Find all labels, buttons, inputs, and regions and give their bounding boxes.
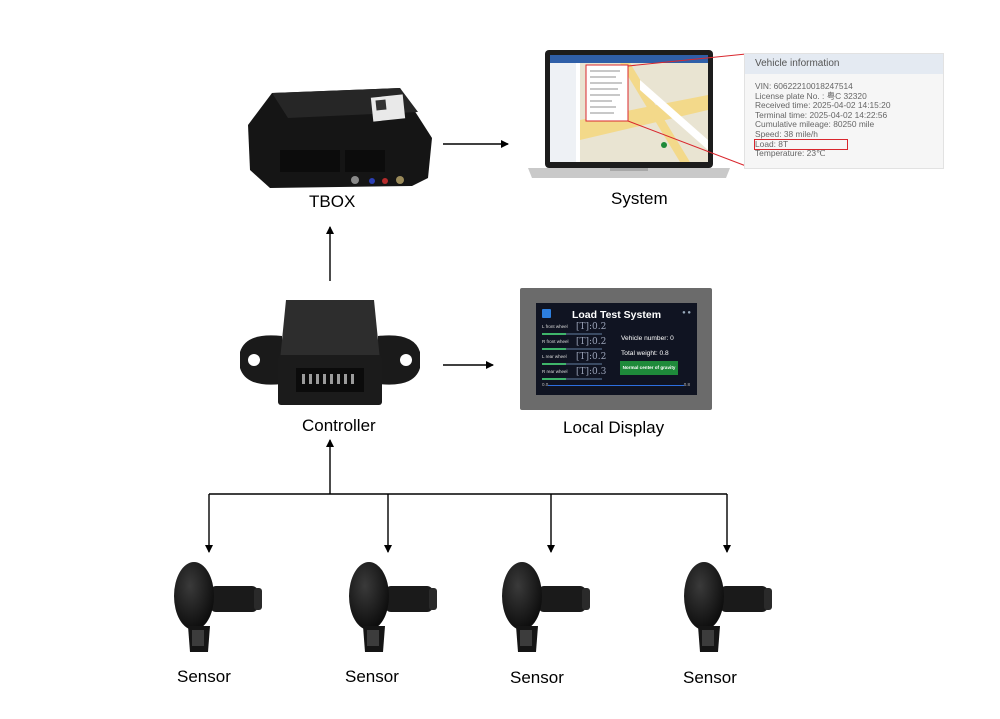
load-test-screen: Load Test System ● ● L front wheel [T]:0… — [536, 303, 697, 395]
vehicle-info-temperature: Temperature: 23℃ — [755, 148, 826, 159]
app-icon — [542, 309, 551, 318]
controller-label: Controller — [302, 416, 376, 435]
menu-dots-icon: ● ● — [682, 310, 691, 316]
wheel-bar — [542, 378, 602, 380]
vehicle-info-received-time: Received time: 2025-04-02 14:15:20 — [755, 100, 891, 111]
wheel-label: R front wheel — [542, 339, 569, 344]
system-label: System — [611, 189, 668, 208]
wheel-value: [T]:0.2 — [576, 337, 607, 347]
sensor-image-1 — [174, 562, 262, 652]
wheel-row-r-rear: R rear wheel [T]:0.3 — [542, 367, 614, 382]
wheel-value: [T]:0.3 — [576, 367, 607, 377]
vehicle-info-header: Vehicle information — [745, 54, 943, 74]
vehicle-info-vin: VIN: 60622210018247514 — [755, 81, 853, 91]
vehicle-info-terminal-time: Terminal time: 2025-04-02 14:22:56 — [755, 109, 888, 120]
wheel-bar — [542, 363, 602, 365]
wheel-row-l-front: L front wheel [T]:0.2 — [542, 322, 614, 337]
wheel-label: L front wheel — [542, 324, 568, 329]
screen-title: Load Test System — [571, 309, 662, 321]
vehicle-info-speed: Speed: 38 mile/h — [755, 128, 818, 139]
local-display-device: Load Test System ● ● L front wheel [T]:0… — [520, 288, 712, 410]
local-display-label: Local Display — [563, 418, 665, 437]
vehicle-info-panel: Vehicle information VIN: 606222100182475… — [744, 53, 944, 169]
sensor-image-2 — [349, 562, 437, 652]
sensor-label-2: Sensor — [345, 667, 399, 686]
sensor-label-4: Sensor — [683, 668, 737, 687]
wheel-value: [T]:0.2 — [576, 352, 607, 362]
wheel-label: R rear wheel — [542, 369, 568, 374]
connector-arrows — [205, 140, 731, 553]
total-weight: Total weight: 0.8 — [621, 350, 669, 357]
wheel-bar — [542, 333, 602, 335]
vehicle-info-load-highlighted: Load: 8T — [754, 138, 848, 151]
sensor-image-3 — [502, 562, 590, 652]
wheel-row-l-rear: L rear wheel [T]:0.2 — [542, 352, 614, 367]
scale-max: 0.8 — [683, 382, 690, 387]
vehicle-number: Vehicle number: 0 — [621, 335, 674, 342]
wheel-label: L rear wheel — [542, 354, 567, 359]
sensor-label-1: Sensor — [177, 667, 231, 686]
wheel-value: [T]:0.2 — [576, 322, 607, 332]
laptop-image — [528, 50, 730, 178]
tbox-device-image — [248, 88, 432, 188]
vehicle-info-mileage: Cumulative mileage: 80250 mile — [755, 119, 875, 130]
scale-min: 0.0 — [542, 382, 549, 387]
sensor-label-3: Sensor — [510, 668, 564, 687]
wheel-row-r-front: R front wheel [T]:0.2 — [542, 337, 614, 352]
weight-scale: 0.0 0.8 — [542, 382, 690, 388]
controller-device-image — [240, 300, 420, 405]
gravity-status-button[interactable]: Normal center of gravity — [620, 361, 678, 375]
vehicle-info-lines: VIN: 60622210018247514 License plate No.… — [745, 74, 943, 159]
callout-lines — [627, 53, 747, 167]
wheel-bar — [542, 348, 602, 350]
sensor-image-4 — [684, 562, 772, 652]
tbox-label: TBOX — [309, 192, 356, 211]
vehicle-info-plate: License plate No. : 粤C 32320 — [755, 90, 867, 101]
